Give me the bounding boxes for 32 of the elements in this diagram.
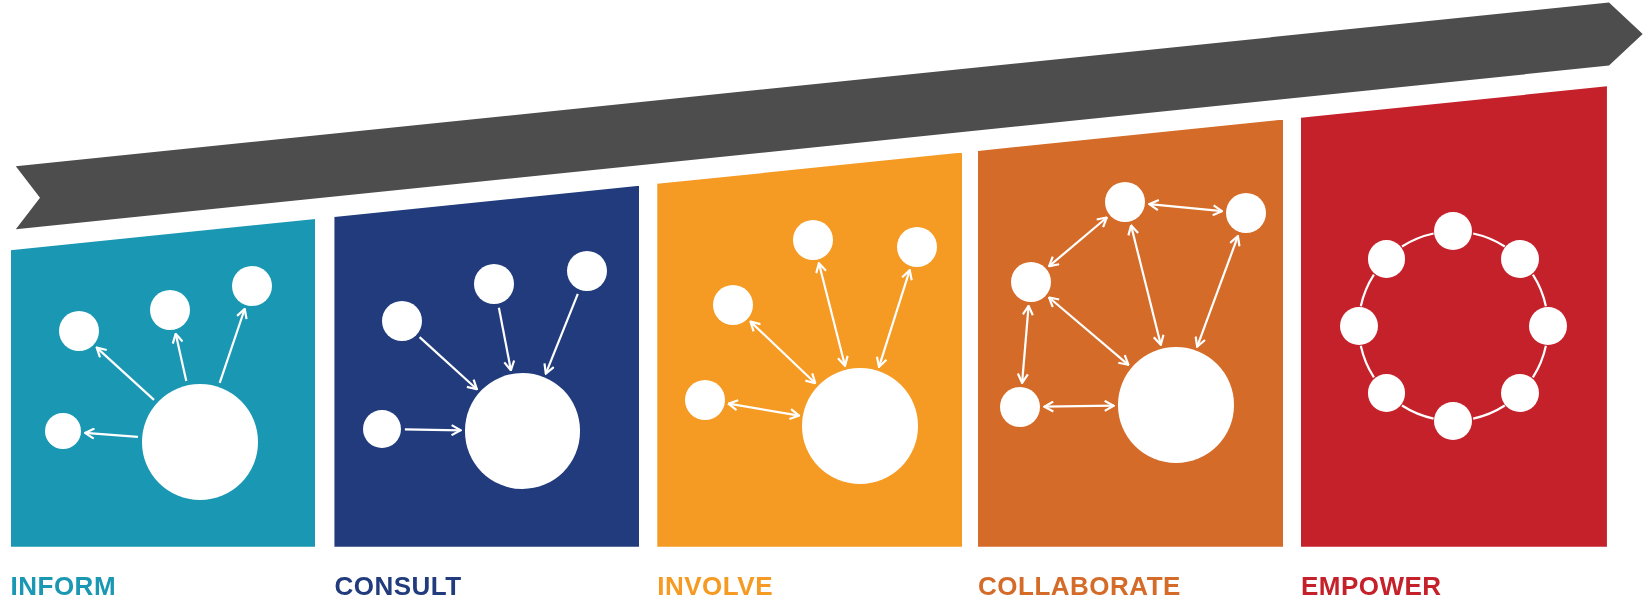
arrow <box>543 293 579 375</box>
arrow <box>418 336 478 391</box>
stage-label: COLLABORATE <box>978 571 1181 602</box>
ring-arc <box>1472 404 1506 420</box>
ring-arc <box>1359 345 1375 378</box>
arrow <box>1194 235 1241 348</box>
arrow <box>1043 399 1115 413</box>
stage-label: EMPOWER <box>1300 571 1442 602</box>
stage-label: INFORM <box>10 571 117 602</box>
arrow <box>171 332 188 382</box>
arrow <box>404 424 462 437</box>
arrow <box>497 307 516 372</box>
ring-arc <box>1531 274 1547 307</box>
arrow <box>1127 224 1165 346</box>
arrow <box>84 427 138 440</box>
arrow <box>749 320 817 385</box>
arrow <box>1016 304 1034 384</box>
arrow <box>1048 216 1108 268</box>
arrow <box>95 346 155 401</box>
ring-arc <box>1401 404 1434 420</box>
ring-arc <box>1472 232 1506 248</box>
stage-label: INVOLVE <box>657 571 773 602</box>
ring-arc <box>1531 345 1547 378</box>
arrow <box>1148 199 1224 217</box>
arrow <box>1048 296 1130 366</box>
arrow <box>815 262 849 367</box>
arrow <box>727 399 801 421</box>
ring-arc <box>1359 274 1375 307</box>
stage-label: CONSULT <box>334 571 462 602</box>
arrow <box>218 307 248 384</box>
arrow <box>875 269 913 368</box>
ring-arc <box>1401 232 1434 248</box>
